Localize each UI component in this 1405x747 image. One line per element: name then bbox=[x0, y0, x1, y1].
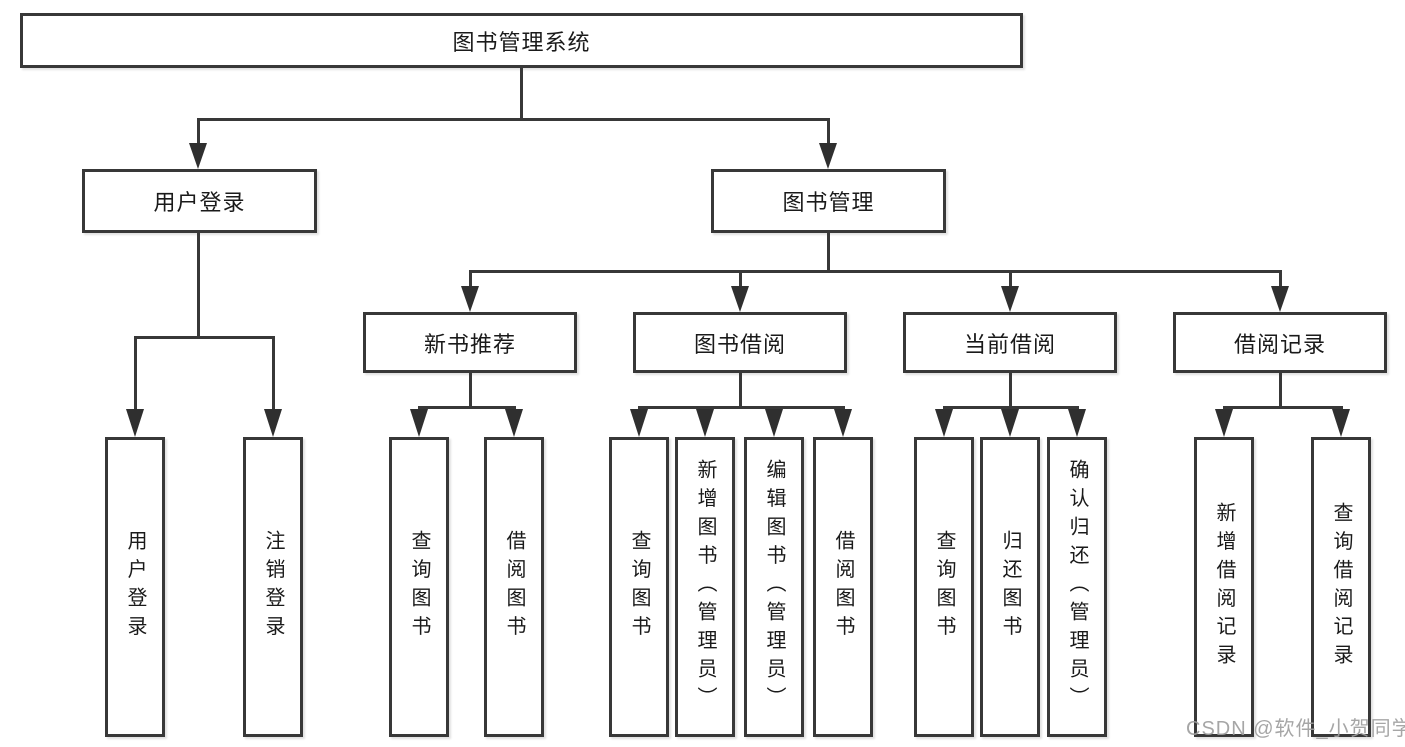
connector-arrow bbox=[819, 143, 837, 169]
leaf-borrowing-borrow-books: 借阅图书 bbox=[813, 437, 873, 737]
connector-line bbox=[1009, 272, 1012, 288]
node-label: 查询图书 bbox=[628, 530, 650, 644]
connector-line bbox=[1279, 373, 1282, 408]
connector-arrow bbox=[461, 286, 479, 312]
node-label: 新增借阅记录 bbox=[1213, 501, 1235, 673]
node-user-login: 用户登录 bbox=[82, 169, 317, 233]
connector-line bbox=[739, 272, 742, 288]
connector-line bbox=[1223, 406, 1343, 409]
node-borrowing-records: 借阅记录 bbox=[1173, 312, 1387, 373]
connector-line bbox=[827, 120, 830, 146]
connector-line bbox=[197, 120, 200, 146]
node-label: 查询图书 bbox=[933, 530, 955, 644]
connector-arrow bbox=[1001, 286, 1019, 312]
csdn-watermark: CSDN @软件_小贺同学 bbox=[1186, 718, 1405, 740]
leaf-current-return-books: 归还图书 bbox=[980, 437, 1040, 737]
leaf-logout: 注销登录 bbox=[243, 437, 303, 737]
connector-arrow bbox=[126, 409, 144, 437]
node-label: 图书管理系统 bbox=[452, 29, 591, 55]
node-label: 当前借阅 bbox=[963, 331, 1056, 357]
connector-line bbox=[134, 336, 275, 339]
node-label: 归还图书 bbox=[999, 530, 1021, 644]
connector-line bbox=[134, 338, 137, 409]
node-label: 用户登录 bbox=[153, 190, 246, 215]
node-label: 借阅图书 bbox=[503, 530, 525, 644]
connector-line bbox=[520, 68, 523, 120]
connector-arrow bbox=[834, 409, 852, 437]
node-label: 用户登录 bbox=[124, 530, 146, 644]
leaf-records-add-borrow-record: 新增借阅记录 bbox=[1194, 437, 1254, 737]
node-current-borrowing: 当前借阅 bbox=[903, 312, 1117, 373]
leaf-borrowing-query-books: 查询图书 bbox=[609, 437, 669, 737]
leaf-current-confirm-return-admin: 确认归还（管理员） bbox=[1047, 437, 1107, 737]
node-label: 注销登录 bbox=[262, 530, 284, 644]
node-label: 借阅记录 bbox=[1233, 331, 1326, 357]
connector-arrow bbox=[1271, 286, 1289, 312]
node-new-book-recommend: 新书推荐 bbox=[363, 312, 577, 373]
leaf-recommend-query-books: 查询图书 bbox=[389, 437, 449, 737]
node-label: 图书管理 bbox=[782, 190, 875, 215]
connector-line bbox=[272, 338, 275, 409]
connector-line bbox=[1279, 272, 1282, 288]
connector-line bbox=[638, 406, 845, 409]
node-label: 借阅图书 bbox=[832, 530, 854, 644]
leaf-borrowing-edit-books-admin: 编辑图书（管理员） bbox=[744, 437, 804, 737]
connector-arrow bbox=[410, 409, 428, 437]
leaf-recommend-borrow-books: 借阅图书 bbox=[484, 437, 544, 737]
node-library-management-system: 图书管理系统 bbox=[20, 13, 1023, 68]
connector-arrow bbox=[505, 409, 523, 437]
connector-line bbox=[469, 270, 1282, 273]
connector-line bbox=[197, 233, 200, 338]
node-book-borrowing: 图书借阅 bbox=[633, 312, 847, 373]
connector-arrow bbox=[935, 409, 953, 437]
connector-arrow bbox=[1332, 409, 1350, 437]
connector-line bbox=[943, 406, 1079, 409]
node-label: 新书推荐 bbox=[423, 331, 516, 357]
connector-arrow bbox=[630, 409, 648, 437]
node-label: 查询图书 bbox=[408, 530, 430, 644]
connector-line bbox=[469, 373, 472, 408]
connector-arrow bbox=[765, 409, 783, 437]
node-label: 图书借阅 bbox=[693, 331, 786, 357]
leaf-records-query-borrow-record: 查询借阅记录 bbox=[1311, 437, 1371, 737]
leaf-user-login: 用户登录 bbox=[105, 437, 165, 737]
connector-line bbox=[197, 118, 830, 121]
connector-arrow bbox=[264, 409, 282, 437]
connector-line bbox=[1009, 373, 1012, 408]
node-label: 确认归还（管理员） bbox=[1066, 459, 1088, 715]
node-label: 编辑图书（管理员） bbox=[763, 459, 785, 715]
connector-line bbox=[739, 373, 742, 408]
connector-arrow bbox=[696, 409, 714, 437]
node-label: 查询借阅记录 bbox=[1330, 501, 1352, 673]
connector-arrow bbox=[189, 143, 207, 169]
connector-arrow bbox=[1001, 409, 1019, 437]
connector-arrow bbox=[1215, 409, 1233, 437]
connector-arrow bbox=[1068, 409, 1086, 437]
connector-line bbox=[418, 406, 516, 409]
node-book-management: 图书管理 bbox=[711, 169, 946, 233]
node-label: 新增图书（管理员） bbox=[694, 459, 716, 715]
connector-line bbox=[827, 233, 830, 272]
leaf-borrowing-add-books-admin: 新增图书（管理员） bbox=[675, 437, 735, 737]
connector-arrow bbox=[731, 286, 749, 312]
connector-line bbox=[469, 272, 472, 288]
leaf-current-query-books: 查询图书 bbox=[914, 437, 974, 737]
